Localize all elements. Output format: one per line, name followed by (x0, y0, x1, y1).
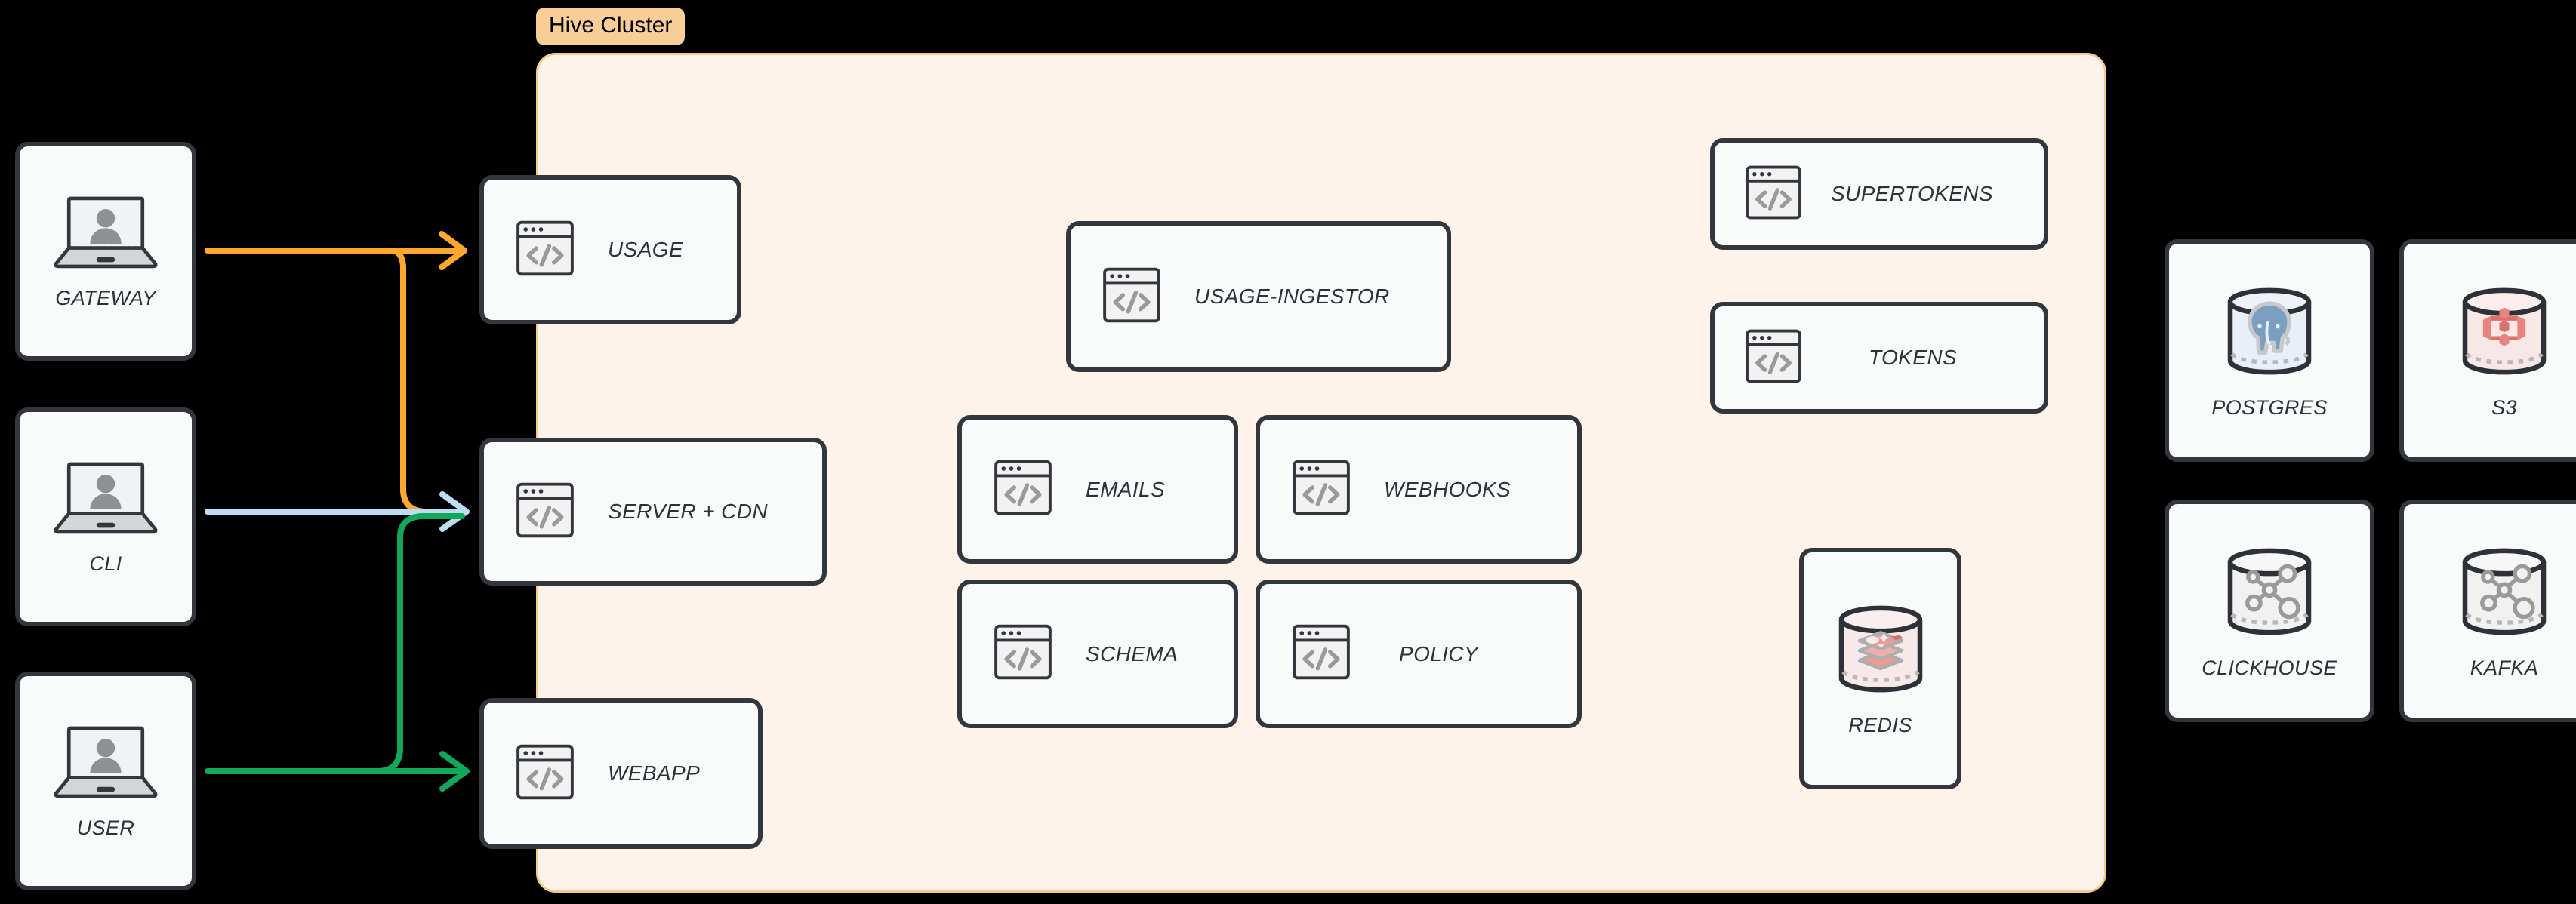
service-node-usage[interactable]: USAGE (479, 175, 741, 324)
datastore-node-redis[interactable]: REDIS (1799, 548, 1961, 789)
datastore-node-label: CLICKHOUSE (2202, 656, 2337, 679)
hive-cluster-badge: Hive Cluster (536, 8, 686, 45)
wire-user-webapp (205, 751, 470, 792)
wire-gateway-usage (205, 231, 467, 270)
datastore-node-label: KAFKA (2470, 656, 2539, 679)
service-node-label: WEBHOOKS (1384, 477, 1511, 501)
wire-cli-server (205, 491, 470, 532)
code-window-icon (1102, 266, 1161, 327)
network-cylinder-icon (2455, 543, 2553, 644)
datastore-node-label: REDIS (1848, 714, 1912, 736)
code-window-icon (516, 220, 575, 281)
code-window-icon (994, 623, 1052, 684)
client-node-label: GATEWAY (55, 287, 156, 309)
datastore-node-kafka[interactable]: KAFKA (2399, 500, 2576, 722)
laptop-user-icon (49, 192, 162, 275)
datastore-node-postgres[interactable]: POSTGRES (2165, 239, 2374, 462)
service-node-policy[interactable]: POLICY (1256, 580, 1582, 728)
datastore-node-s3[interactable]: S3 (2399, 239, 2576, 462)
service-node-label: SUPERTOKENS (1831, 182, 1993, 205)
service-node-label: TOKENS (1869, 346, 1958, 369)
wire-gateway-server (388, 248, 465, 515)
code-window-icon (1292, 459, 1351, 520)
code-window-icon (516, 743, 575, 804)
client-node-cli[interactable]: CLI (15, 407, 196, 626)
datastore-node-label: POSTGRES (2211, 395, 2328, 419)
code-window-icon (1745, 165, 1802, 224)
client-node-label: CLI (89, 552, 122, 575)
laptop-user-icon (49, 722, 162, 804)
service-node-label: WEBAPP (608, 761, 701, 785)
network-cylinder-icon (2220, 543, 2319, 644)
service-node-emails[interactable]: EMAILS (957, 415, 1238, 564)
service-node-usage-ingestor[interactable]: USAGE-INGESTOR (1066, 221, 1451, 372)
service-node-label: SCHEMA (1086, 641, 1179, 666)
service-node-label: POLICY (1399, 641, 1479, 666)
datastore-node-label: S3 (2491, 395, 2517, 419)
service-node-supertokens[interactable]: SUPERTOKENS (1710, 138, 2048, 250)
service-node-webapp[interactable]: WEBAPP (479, 698, 763, 849)
client-node-label: USER (76, 816, 135, 839)
client-node-user[interactable]: USER (15, 672, 196, 890)
code-window-icon (1745, 328, 1802, 388)
service-node-webhooks[interactable]: WEBHOOKS (1256, 415, 1582, 564)
service-node-label: USAGE-INGESTOR (1194, 284, 1390, 308)
laptop-user-icon (49, 458, 162, 540)
code-window-icon (516, 481, 575, 543)
service-node-schema[interactable]: SCHEMA (957, 580, 1238, 728)
code-window-icon (994, 459, 1052, 520)
service-node-server-cdn[interactable]: SERVER + CDN (479, 438, 827, 586)
redis-cylinder-icon (1832, 600, 1930, 702)
datastore-node-clickhouse[interactable]: CLICKHOUSE (2165, 500, 2374, 722)
code-window-icon (1292, 623, 1351, 684)
s3-cylinder-icon (2455, 282, 2553, 384)
service-node-label: EMAILS (1086, 477, 1166, 501)
client-node-gateway[interactable]: GATEWAY (15, 142, 196, 361)
service-node-tokens[interactable]: TOKENS (1710, 302, 2048, 414)
postgres-cylinder-icon (2220, 282, 2319, 384)
wire-user-server (374, 513, 465, 774)
service-node-label: SERVER + CDN (608, 500, 769, 523)
service-node-label: USAGE (608, 238, 684, 261)
